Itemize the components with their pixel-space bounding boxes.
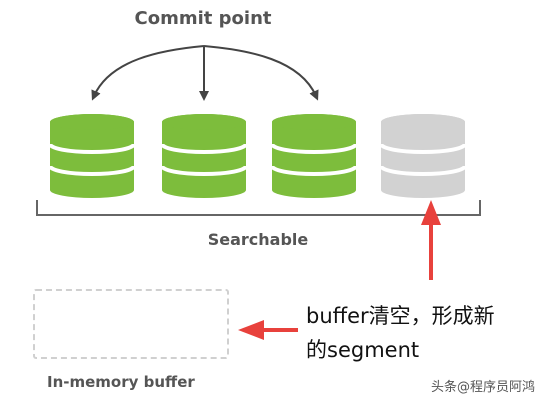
watermark: 头条@程序员阿鸿 (431, 380, 536, 395)
searchable-label: Searchable (207, 230, 309, 249)
red-arrow-up (421, 200, 441, 280)
commit-arrow-left (91, 45, 205, 101)
new-segment-icon (379, 114, 467, 198)
commit-arrows (91, 45, 319, 101)
in-memory-buffer-box (33, 289, 229, 359)
commit-point-label: Commit point (134, 8, 272, 29)
commit-arrow-right (203, 45, 319, 101)
searchable-bracket (36, 200, 481, 216)
committed-segment-icon (160, 114, 248, 198)
segment-group (48, 114, 467, 198)
annotation-line-2: 的segment (306, 338, 420, 362)
annotation-note: buffer清空，形成新 的segment (306, 299, 495, 367)
red-arrow-left (238, 320, 298, 340)
committed-segment-icon (48, 114, 136, 198)
annotation-line-1: buffer清空，形成新 (306, 304, 495, 328)
committed-segment-icon (270, 114, 358, 198)
in-memory-buffer-label: In-memory buffer (47, 373, 195, 391)
